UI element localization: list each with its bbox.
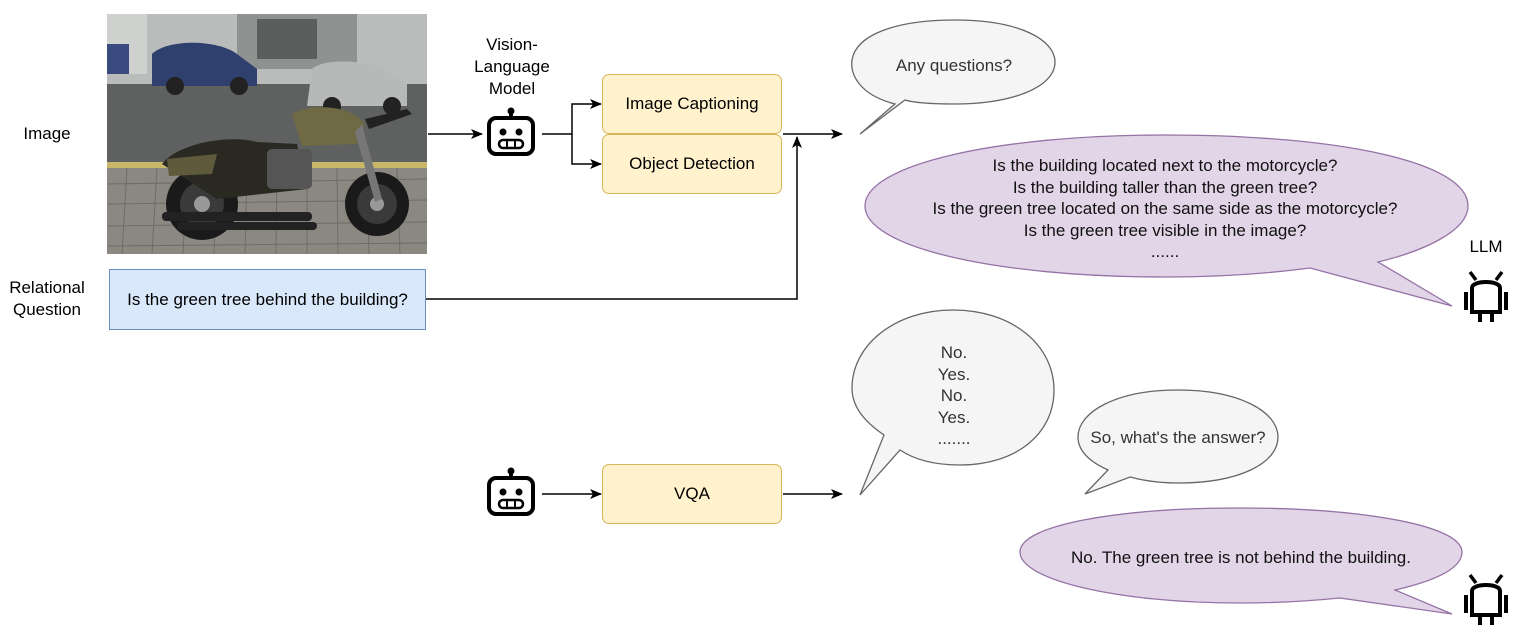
- answer-line: Yes.: [937, 364, 971, 384]
- bubble-any-questions: [851, 19, 1056, 135]
- bubble-whats-the-answer: [1077, 389, 1279, 495]
- vqa-box: VQA: [602, 464, 782, 524]
- generated-question: Is the green tree visible in the image?: [1023, 220, 1307, 240]
- generated-questions-text: Is the building located next to the moto…: [880, 155, 1450, 263]
- robot-icon: [487, 467, 535, 516]
- relational-question-line: Question: [12, 300, 82, 319]
- arrow-vlm-to-captioning: [542, 99, 602, 135]
- whats-the-answer-text: So, what's the answer?: [1090, 428, 1266, 447]
- vlm-label-line: Model: [488, 79, 536, 98]
- arrow-question-to-merge: [426, 136, 802, 300]
- vlm-label-line: Language: [474, 57, 550, 76]
- object-detection-box: Object Detection: [602, 134, 782, 194]
- llm-label: LLM: [1469, 237, 1503, 256]
- android-icon: [1464, 270, 1508, 322]
- final-answer-text: No. The green tree is not behind the bui…: [1071, 548, 1411, 567]
- generated-question: Is the building located next to the moto…: [992, 156, 1338, 175]
- motorcycle-photo: [107, 14, 427, 254]
- android-icon: [1464, 573, 1508, 625]
- answer-line: .......: [937, 429, 971, 449]
- generated-question: Is the building taller than the green tr…: [1012, 177, 1318, 197]
- bubble-answers: [851, 309, 1055, 496]
- bubble-generated-questions: [864, 134, 1469, 307]
- robot-icon: [487, 107, 535, 156]
- relational-question-box: Is the green tree behind the building?: [109, 269, 426, 330]
- arrow-vlm-to-detection: [571, 134, 602, 169]
- generated-question: ......: [1150, 242, 1180, 262]
- relational-question-line: Relational: [9, 278, 85, 297]
- image-label: Image: [23, 124, 71, 143]
- answer-line: Yes.: [937, 407, 971, 427]
- answer-line: No.: [940, 343, 968, 362]
- relational-question-label: Relational Question: [0, 277, 94, 321]
- bubble-final-answer: [1019, 507, 1463, 615]
- answers-text: No. Yes. No. Yes. .......: [853, 342, 1055, 450]
- vlm-label-line: Vision-: [486, 35, 538, 54]
- generated-question: Is the green tree located on the same si…: [932, 199, 1398, 219]
- image-captioning-box: Image Captioning: [602, 74, 782, 134]
- vlm-label: Vision- Language Model: [462, 34, 562, 100]
- any-questions-text: Any questions?: [895, 56, 1013, 75]
- answer-line: No.: [940, 386, 968, 406]
